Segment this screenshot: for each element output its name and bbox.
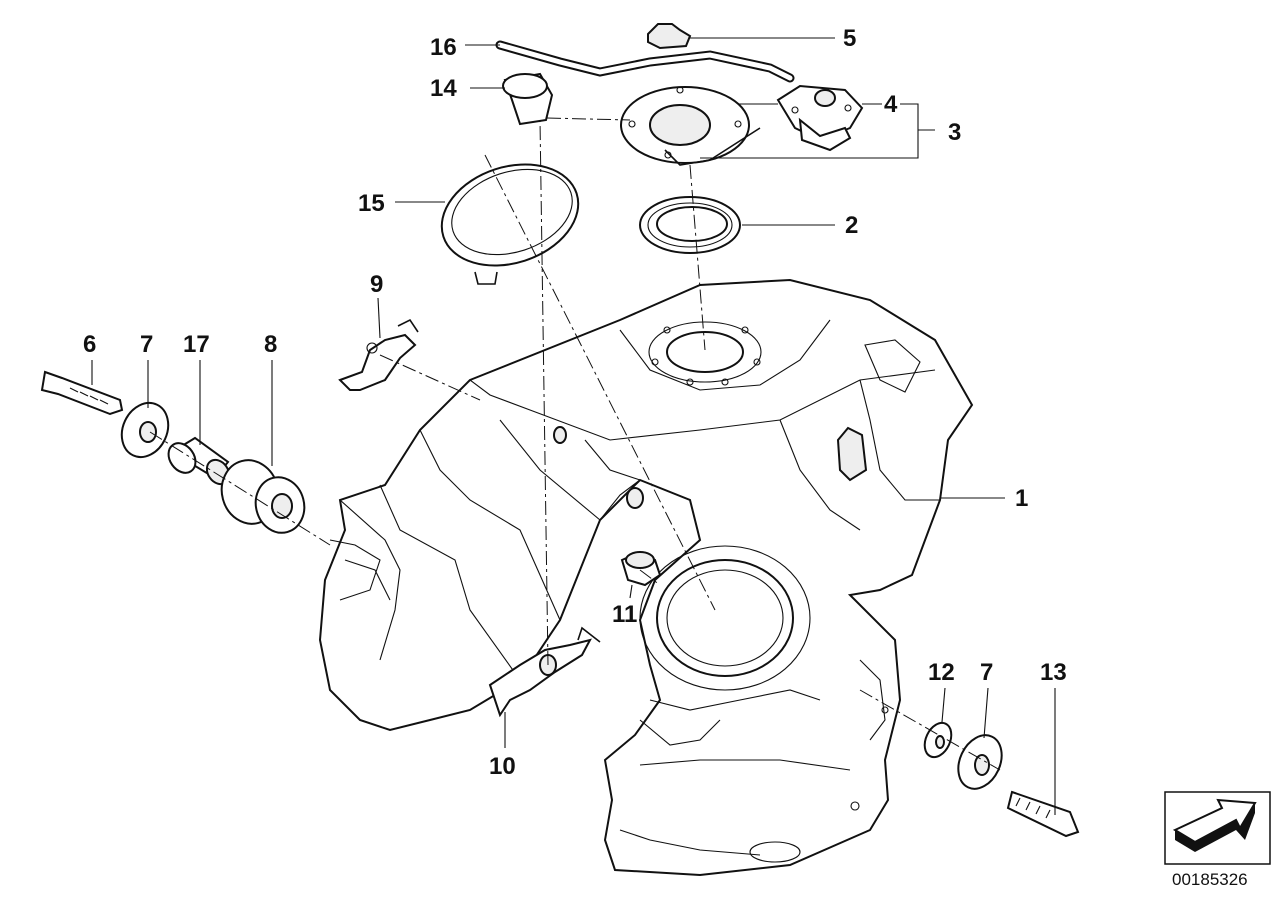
callout-2: 2 bbox=[845, 212, 858, 239]
direction-arrow-icon bbox=[1164, 791, 1271, 865]
callout-7-left: 7 bbox=[140, 331, 153, 358]
right-washer bbox=[957, 734, 1003, 790]
callout-11: 11 bbox=[612, 601, 637, 628]
callout-6: 6 bbox=[83, 331, 96, 358]
right-bolt bbox=[1006, 790, 1080, 838]
clamp-ring bbox=[440, 163, 580, 285]
document-number: 00185326 bbox=[1172, 870, 1248, 889]
fuel-tank bbox=[318, 278, 974, 877]
vent-valve bbox=[776, 84, 864, 152]
gasket bbox=[639, 196, 741, 254]
callout-8: 8 bbox=[264, 331, 277, 358]
rubber-bushing bbox=[220, 459, 306, 534]
cap bbox=[502, 72, 554, 126]
callout-3: 3 bbox=[948, 119, 961, 146]
left-bolt bbox=[40, 370, 124, 416]
right-small-washer bbox=[923, 721, 953, 759]
callout-13: 13 bbox=[1040, 659, 1067, 686]
flange-plate bbox=[620, 86, 761, 166]
callout-9: 9 bbox=[370, 271, 383, 298]
bracket-upper bbox=[338, 318, 419, 391]
grommet bbox=[620, 550, 662, 587]
left-washer bbox=[120, 401, 170, 459]
callout-16: 16 bbox=[430, 34, 457, 61]
callout-12: 12 bbox=[928, 659, 955, 686]
callout-10: 10 bbox=[489, 753, 516, 780]
callout-5: 5 bbox=[843, 25, 856, 52]
callout-14: 14 bbox=[430, 75, 457, 102]
callout-7-right: 7 bbox=[980, 659, 993, 686]
callout-17: 17 bbox=[183, 331, 210, 358]
spacer-sleeve bbox=[167, 436, 231, 486]
leader-lines bbox=[91, 37, 1056, 815]
callout-15: 15 bbox=[358, 190, 385, 217]
clip bbox=[647, 23, 692, 50]
callout-1: 1 bbox=[1015, 485, 1028, 512]
callout-4: 4 bbox=[884, 91, 898, 118]
